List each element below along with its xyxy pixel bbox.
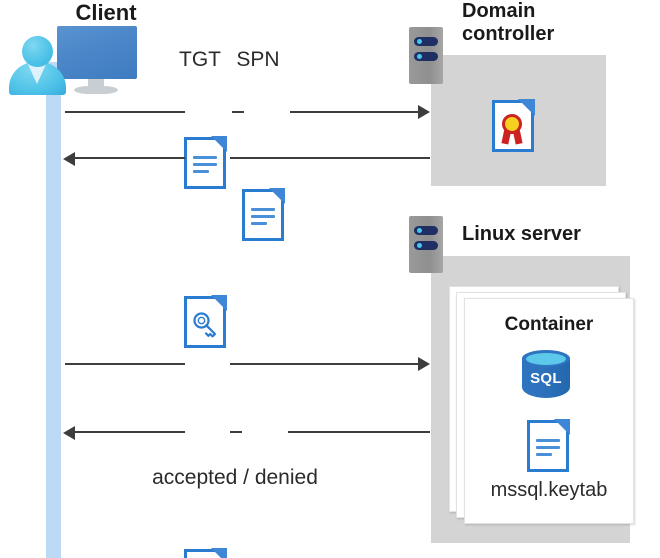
container-title: Container [504,314,594,335]
client-lifeline [46,62,61,558]
text-document-icon [527,419,570,472]
tgt-document-icon [184,136,227,189]
rack-bar [414,241,438,250]
key-glyph-icon [193,312,217,338]
client-title: Client [75,0,137,25]
domain-controller-label: Domain controller [462,0,555,45]
accepted-denied-label: accepted / denied [152,466,318,489]
message-2-line-right [230,157,430,159]
server-rack-icon [409,27,443,84]
rack-led-icon [417,243,422,248]
rack-bar [414,52,438,61]
spn-label: SPN [236,48,280,71]
sql-database-label: SQL [530,370,562,387]
message-4-line-right [288,431,430,433]
message-1-line-mid [232,111,244,113]
person-collar-icon [27,62,47,84]
message-1-line-right [290,111,418,113]
monitor-screen-icon [57,26,137,79]
client-icon [0,0,145,100]
keytab-filename-label: mssql.keytab [490,479,608,501]
rack-bar [414,37,438,46]
message-1-line-left [65,111,185,113]
key-document-icon [184,295,227,348]
message-2-line-left [75,157,185,159]
server-rack-icon [409,216,443,273]
spn-document-icon [242,188,285,241]
monitor-stand-icon [88,79,104,89]
rack-bar [414,226,438,235]
tgt-label: TGT [179,48,221,71]
rack-led-icon [417,228,422,233]
message-2-arrowhead [63,152,75,166]
monitor-base-icon [74,86,118,94]
rack-led-icon [417,39,422,44]
message-3-line-right [230,363,418,365]
sql-database-icon: SQL [522,350,570,406]
key-document-icon [184,548,227,558]
message-1-arrowhead [418,105,430,119]
linux-server-label: Linux server [462,223,581,245]
container-card-front: Container SQL mssql.keytab [464,298,634,524]
message-3-arrowhead [418,357,430,371]
message-4-line-left [75,431,185,433]
certificate-document-icon [492,99,535,152]
rack-led-icon [417,54,422,59]
message-4-line-mid [230,431,242,433]
message-4-arrowhead [63,426,75,440]
seal-circle-icon [502,114,522,134]
message-3-line-left [65,363,185,365]
person-head-icon [22,36,53,67]
